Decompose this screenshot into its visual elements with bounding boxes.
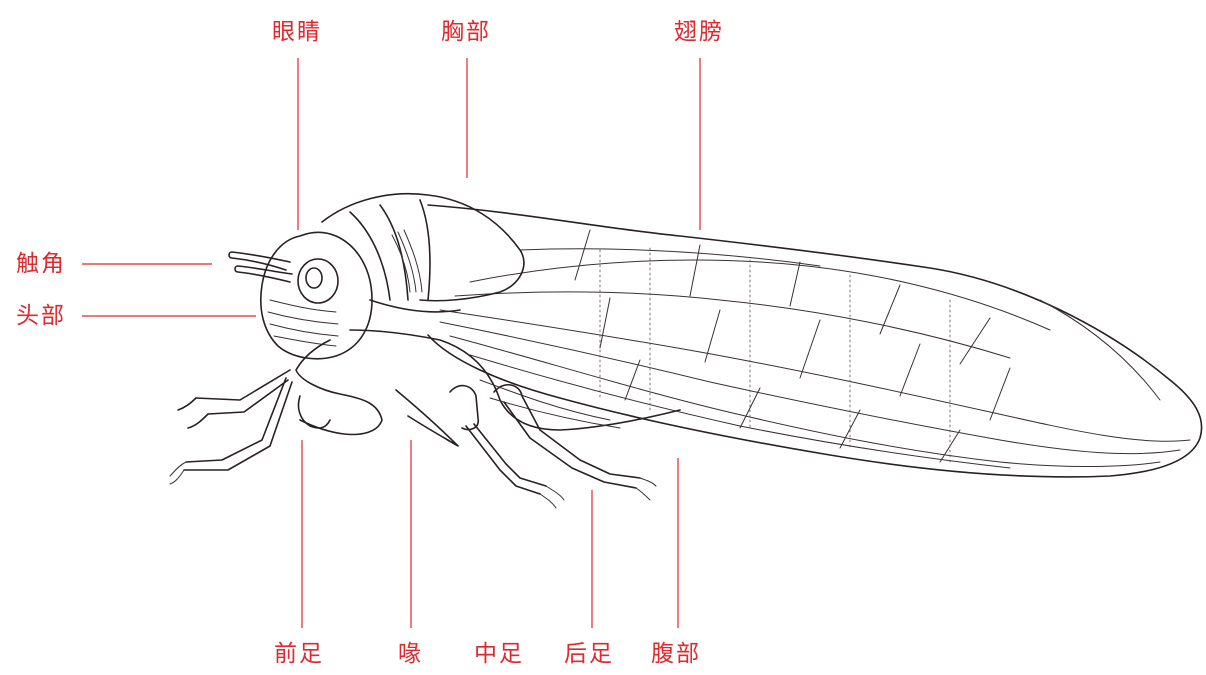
label-foreleg: 前足 <box>274 641 324 667</box>
label-wings: 翅膀 <box>674 19 724 45</box>
foreleg <box>170 340 382 484</box>
label-thorax: 胸部 <box>441 19 491 45</box>
eye <box>298 259 338 303</box>
label-antennae: 触角 <box>16 251 66 277</box>
leader-lines <box>82 58 700 628</box>
label-eyes: 眼睛 <box>272 19 322 45</box>
body <box>350 330 680 430</box>
wing <box>428 205 1202 477</box>
beak <box>396 390 458 446</box>
label-head: 头部 <box>16 303 66 329</box>
antenna <box>229 252 290 270</box>
label-abdomen: 腹部 <box>651 641 701 667</box>
label-hindleg: 后足 <box>564 641 614 667</box>
head <box>229 232 372 359</box>
label-midleg: 中足 <box>474 641 524 667</box>
label-beak: 喙 <box>398 641 423 667</box>
